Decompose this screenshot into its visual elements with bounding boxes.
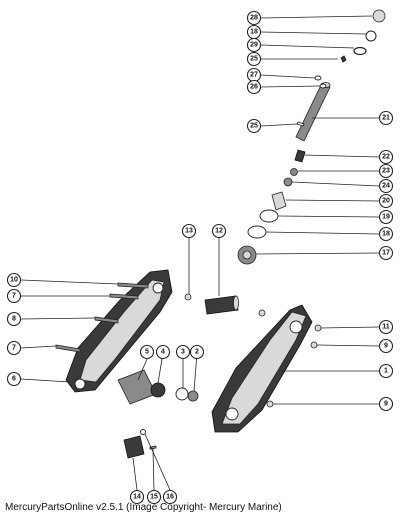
callout-label: 19 xyxy=(382,214,390,221)
callout-18: 18 xyxy=(246,24,262,40)
callout-23: 23 xyxy=(378,163,394,179)
callout-7: 7 xyxy=(6,288,22,304)
callout-11: 11 xyxy=(378,319,394,335)
callout-label: 5 xyxy=(145,349,149,356)
callout-label: 1 xyxy=(384,368,388,375)
callout-label: 11 xyxy=(382,324,390,331)
callout-7: 7 xyxy=(6,340,22,356)
callout-2: 2 xyxy=(189,344,205,360)
left-arm-part xyxy=(65,269,173,393)
callout-17: 17 xyxy=(378,245,394,261)
callout-14: 14 xyxy=(129,489,145,505)
callout-label: 9 xyxy=(384,343,388,350)
callout-22: 22 xyxy=(378,149,394,165)
callout-label: 9 xyxy=(384,401,388,408)
copyright-caption: MercuryPartsOnline v2.5.1 (Image Copyrig… xyxy=(5,502,282,513)
callout-21: 21 xyxy=(378,110,394,126)
callout-label: 14 xyxy=(133,494,141,501)
callout-label: 22 xyxy=(382,154,390,161)
callout-label: 25 xyxy=(250,56,258,63)
callout-25: 25 xyxy=(246,118,262,134)
callout-label: 7 xyxy=(12,293,16,300)
callout-9: 9 xyxy=(378,396,394,412)
right-arm-part xyxy=(211,304,313,433)
callout-29: 29 xyxy=(246,37,262,53)
callout-label: 21 xyxy=(382,115,390,122)
callout-19: 19 xyxy=(378,209,394,225)
callout-label: 7 xyxy=(12,345,16,352)
callout-label: 3 xyxy=(181,349,185,356)
callout-1: 1 xyxy=(378,363,394,379)
cap-parts xyxy=(123,429,157,459)
callout-label: 8 xyxy=(12,316,16,323)
leader-lines xyxy=(20,15,380,491)
callout-label: 20 xyxy=(382,198,390,205)
callout-label: 13 xyxy=(185,228,193,235)
callout-10: 10 xyxy=(6,272,22,288)
callout-20: 20 xyxy=(378,193,394,209)
callout-18: 18 xyxy=(378,226,394,242)
callout-label: 25 xyxy=(250,123,258,130)
callout-12: 12 xyxy=(211,223,227,239)
callout-label: 28 xyxy=(250,15,258,22)
shaft-part xyxy=(295,82,331,142)
callout-label: 24 xyxy=(382,183,390,190)
callout-26: 26 xyxy=(246,79,262,95)
callout-label: 2 xyxy=(195,349,199,356)
callout-15: 15 xyxy=(146,489,162,505)
callout-label: 17 xyxy=(382,250,390,257)
callout-28: 28 xyxy=(246,10,262,26)
callout-label: 15 xyxy=(150,494,158,501)
callout-label: 4 xyxy=(161,349,165,356)
callout-27: 27 xyxy=(246,67,262,83)
callout-24: 24 xyxy=(378,178,394,194)
center-pin-part xyxy=(204,295,239,315)
callout-label: 27 xyxy=(250,72,258,79)
small-hardware-parts xyxy=(184,293,322,408)
callout-8: 8 xyxy=(6,311,22,327)
callout-label: 26 xyxy=(250,84,258,91)
callout-label: 10 xyxy=(10,277,18,284)
callout-label: 6 xyxy=(12,376,16,383)
callout-label: 29 xyxy=(250,42,258,49)
callout-25: 25 xyxy=(246,51,262,67)
callout-label: 18 xyxy=(250,29,258,36)
callout-5: 5 xyxy=(139,344,155,360)
bolts-parts xyxy=(55,282,149,353)
callout-3: 3 xyxy=(175,344,191,360)
callout-label: 16 xyxy=(166,494,174,501)
callout-label: 18 xyxy=(382,231,390,238)
lower-gear-parts xyxy=(117,369,199,405)
callout-13: 13 xyxy=(181,223,197,239)
callout-label: 23 xyxy=(382,168,390,175)
shaft-stack-parts xyxy=(237,9,386,265)
callout-6: 6 xyxy=(6,371,22,387)
callout-9: 9 xyxy=(378,338,394,354)
callout-16: 16 xyxy=(162,489,178,505)
callout-label: 12 xyxy=(215,228,223,235)
callout-4: 4 xyxy=(155,344,171,360)
